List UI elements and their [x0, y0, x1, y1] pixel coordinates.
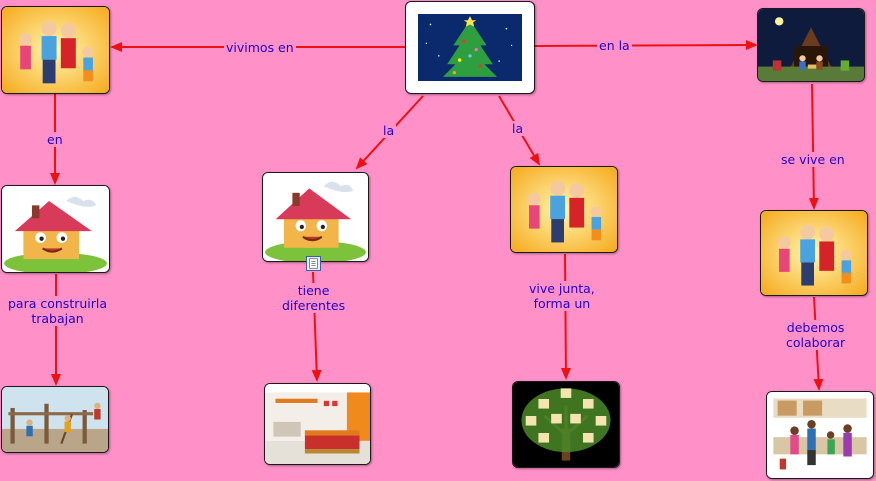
link-label-en: en [45, 132, 65, 147]
house-image [2, 186, 109, 272]
document-icon[interactable] [306, 256, 321, 271]
family-image [511, 167, 617, 252]
house-image [263, 173, 368, 261]
node-family-top-left[interactable] [1, 6, 110, 94]
link-label-la-left: la [381, 123, 397, 138]
nativity-scene-image [758, 9, 864, 81]
link-label-para-construirla: para construirla trabajan [6, 296, 110, 326]
construction-workers-image [2, 387, 108, 452]
node-family-right[interactable] [760, 210, 868, 296]
node-family-kitchen[interactable] [766, 391, 874, 479]
family-kitchen-image [767, 392, 873, 478]
bedroom-image [265, 384, 370, 464]
family-image [2, 7, 109, 93]
family-image [761, 211, 867, 295]
node-family-tree[interactable] [512, 381, 620, 468]
family-tree-image [513, 382, 619, 467]
node-family-center[interactable] [510, 166, 618, 253]
christmas-tree-image [418, 14, 522, 81]
link-label-en-la: en la [597, 38, 632, 53]
link-label-la-right: la [510, 121, 526, 136]
node-house-center[interactable] [262, 172, 369, 262]
link-label-vive-junta: vive junta, forma un [527, 281, 597, 311]
link-label-vivimos-en: vivimos en [224, 40, 296, 55]
node-bedroom[interactable] [264, 383, 371, 465]
link-label-debemos-colaborar: debemos colaborar [784, 320, 848, 350]
node-house-left[interactable] [1, 185, 110, 273]
node-christmas-tree[interactable] [405, 1, 535, 94]
link-label-tiene-diferentes: tiene diferentes [280, 283, 348, 313]
link-label-se-vive-en: se vive en [779, 152, 847, 167]
node-nativity[interactable] [757, 8, 865, 82]
node-construction[interactable] [1, 386, 109, 453]
